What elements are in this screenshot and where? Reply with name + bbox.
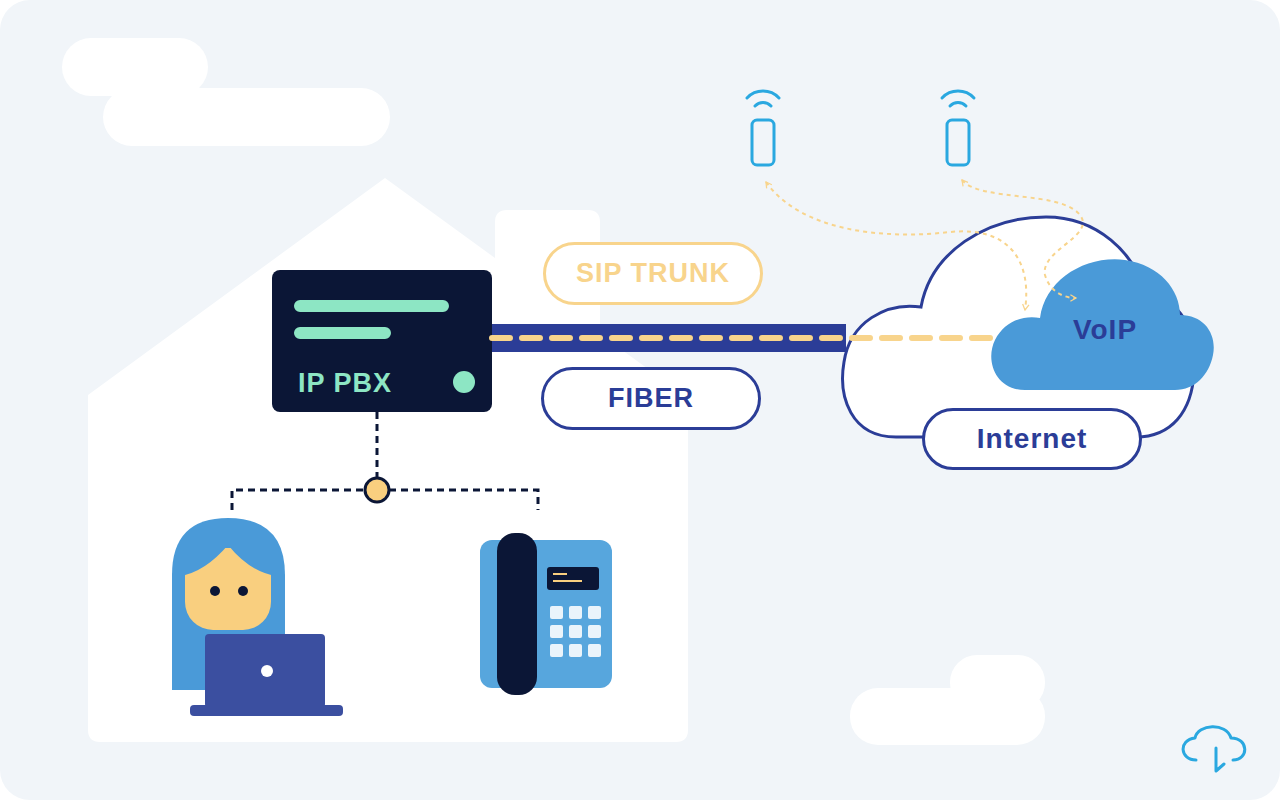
node-title: VoIP	[1055, 312, 1155, 348]
laptop-base	[190, 705, 343, 716]
key	[569, 625, 582, 638]
edge-label: SIP TRUNK	[543, 242, 763, 305]
desk-phone-display	[553, 574, 582, 581]
key	[550, 625, 563, 638]
internet-cloud: Internet VoIP	[836, 212, 1200, 475]
key	[569, 606, 582, 619]
sky-cloud	[103, 88, 390, 146]
wifi-signal	[747, 91, 779, 106]
cloud-label: Internet	[922, 408, 1142, 470]
laptop-screen	[205, 634, 325, 708]
wireless-call-path	[962, 180, 1083, 298]
laptop-logo	[261, 665, 273, 677]
pbx-status-bars	[300, 306, 443, 333]
desk-phone-handset	[497, 533, 537, 695]
person-eye	[210, 586, 220, 596]
key	[550, 644, 563, 657]
sky-cloud	[62, 38, 208, 96]
wireless-call-path	[766, 182, 1026, 310]
mobile-phone	[752, 120, 774, 165]
key	[588, 606, 601, 619]
sky-cloud	[850, 688, 1045, 745]
mobile-phone	[947, 120, 969, 165]
voip-cloud: VoIP	[985, 250, 1215, 398]
wifi-signal	[942, 91, 974, 106]
key	[569, 644, 582, 657]
key	[588, 644, 601, 657]
desk-phone-screen	[547, 567, 599, 590]
key	[588, 625, 601, 638]
key	[550, 606, 563, 619]
brand-logo	[1183, 727, 1245, 771]
desk-phone-keypad	[550, 606, 601, 657]
wire-junction	[365, 478, 389, 502]
lan-wire	[232, 412, 538, 510]
person-eye	[238, 586, 248, 596]
sip-trunk-line	[492, 335, 997, 341]
pbx-led	[453, 371, 475, 393]
person-bangs	[180, 540, 276, 576]
node-title: IP PBX	[298, 365, 478, 401]
edge-label: FIBER	[541, 367, 761, 430]
